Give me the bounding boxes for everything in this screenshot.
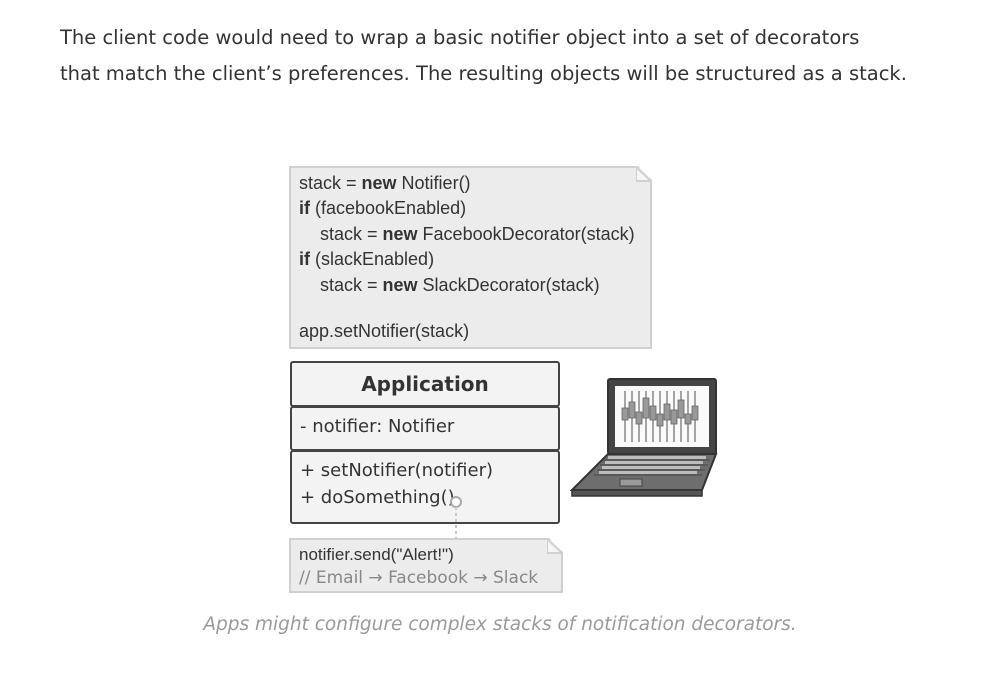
code-line-6: app.setNotifier(stack)	[299, 321, 470, 341]
figure-caption: Apps might configure complex stacks of n…	[203, 614, 797, 635]
intro-line-2: that match the client’s preferences. The…	[60, 62, 907, 85]
laptop-icon	[570, 378, 718, 497]
code-line-1: stack = new Notifier()	[299, 173, 471, 193]
intro-text: The client code would need to wrap a bas…	[60, 20, 960, 92]
code-note: stack = new Notifier() if (facebookEnabl…	[289, 166, 652, 349]
class-method-2: + doSomething()	[300, 487, 455, 508]
code-note-fold	[636, 166, 652, 182]
code-line-5: stack = new SlackDecorator(stack)	[320, 275, 600, 295]
code-line-3: stack = new FacebookDecorator(stack)	[320, 224, 635, 244]
code-line-4: if (slackEnabled)	[299, 249, 435, 269]
class-title-section: Application	[290, 361, 560, 407]
class-field: - notifier: Notifier	[300, 416, 455, 437]
send-note-line-1: notifier.send("Alert!")	[299, 545, 454, 564]
note-connector	[450, 496, 462, 538]
class-fields-section: - notifier: Notifier	[290, 406, 560, 451]
class-name: Application	[361, 372, 489, 396]
code-line-2: if (facebookEnabled)	[299, 198, 467, 218]
send-note: notifier.send("Alert!") // Email → Faceb…	[289, 538, 563, 593]
intro-line-1: The client code would need to wrap a bas…	[60, 26, 860, 49]
class-methods-section: + setNotifier(notifier) + doSomething()	[290, 450, 560, 524]
send-note-fold	[547, 538, 563, 554]
send-note-line-2: // Email → Facebook → Slack	[299, 568, 539, 588]
class-method-1: + setNotifier(notifier)	[300, 460, 493, 481]
